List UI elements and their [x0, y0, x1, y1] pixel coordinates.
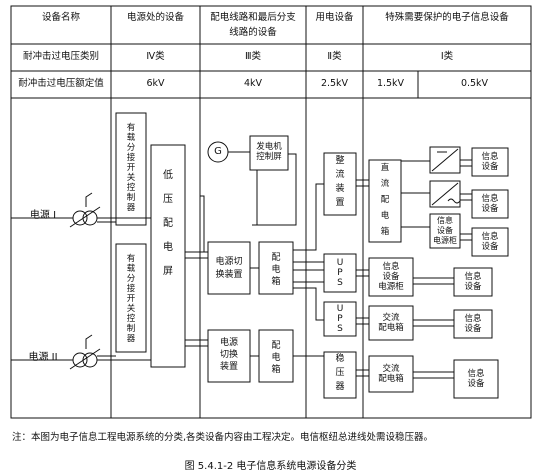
ac-dist-box-2 — [368, 355, 414, 393]
info-power-cabinet-1 — [429, 213, 461, 249]
ups-box-2 — [323, 301, 357, 337]
header-distribution-line2: 线路的设备 — [229, 27, 277, 38]
dc-dist-box — [368, 159, 402, 243]
category-label: 耐冲击过电压类别 — [22, 51, 99, 62]
category-ii: Ⅱ类 — [327, 51, 342, 62]
ats-1-label: 电源切 换装置 — [215, 257, 243, 280]
header-distribution-line1: 配电线路和最后分支 — [210, 12, 296, 23]
voltage-0-5kv: 0.5kV — [460, 78, 489, 89]
info-device-6 — [453, 359, 499, 399]
category-i: Ⅰ类 — [440, 51, 454, 62]
info-device-5 — [453, 309, 493, 339]
table-frame — [10, 5, 532, 419]
stabilizer-box — [323, 351, 357, 399]
tap-switch-controller-2 — [115, 243, 147, 353]
voltage-6kv: 6kV — [146, 78, 165, 89]
info-power-cabinet-2-label: 信息 设备 电源柜 — [378, 262, 404, 292]
lv-panel-label: 低 压 配 电 屏 — [163, 170, 173, 277]
info-device-6-label: 信息 设备 — [467, 369, 485, 389]
category-iii: Ⅲ类 — [244, 51, 262, 62]
tap-switch-label-1: 有 载 分 接 开 关 控 制 器 — [126, 123, 136, 213]
ac-dist-box-2-label: 交流 配电箱 — [378, 364, 404, 384]
generator-label: G — [214, 146, 222, 157]
voltage-4kv: 4kV — [243, 78, 263, 89]
stabilizer-label: 稳 压 器 — [335, 354, 345, 392]
info-device-2-label: 信息 设备 — [481, 194, 499, 214]
ups-box-1 — [323, 253, 357, 293]
header-load-equipment: 用电设备 — [315, 12, 354, 23]
info-device-4-label: 信息 设备 — [464, 272, 482, 292]
rectifier-box — [323, 152, 357, 216]
category-iv: Ⅳ类 — [146, 51, 165, 62]
source-2-label: 电源 II — [28, 352, 58, 363]
info-device-3 — [471, 227, 509, 257]
genset-control-box — [249, 135, 289, 171]
rectifier-label: 整 流 装 置 — [335, 156, 345, 208]
ac-dist-box-1-label: 交流 配电箱 — [378, 313, 404, 333]
voltage-label: 耐冲击过电压额定值 — [18, 78, 104, 89]
dc-dist-box-label: 直 流 配 电 箱 — [380, 163, 390, 237]
dist-box-1-label: 配 电 箱 — [271, 253, 281, 287]
ups-2-label: U P S — [336, 304, 344, 334]
voltage-2-5kv: 2.5kV — [320, 78, 349, 89]
ac-dist-box-1 — [368, 305, 414, 341]
dist-box-2-label: 配 电 箱 — [271, 341, 281, 375]
voltage-1-5kv: 1.5kV — [376, 78, 405, 89]
tap-switch-controller-1 — [115, 112, 147, 226]
info-device-2 — [471, 189, 509, 219]
ats-2-label: 电源 切换 装置 — [219, 338, 238, 372]
header-source-equipment: 电源处的设备 — [126, 12, 184, 23]
header-equipment-name: 设备名称 — [41, 12, 80, 23]
tap-switch-label-2: 有 载 分 接 开 关 控 制 器 — [126, 254, 136, 344]
header-protected-equipment: 特殊需要保护的电子信息设备 — [385, 12, 509, 23]
info-power-cabinet-1-label: 信息 设备 电源柜 — [433, 216, 457, 245]
info-device-5-label: 信息 设备 — [464, 314, 482, 334]
info-device-1-label: 信息 设备 — [481, 152, 499, 172]
info-device-3-label: 信息 设备 — [481, 232, 499, 252]
ups-1-label: U P S — [336, 258, 344, 288]
info-device-4 — [453, 267, 493, 297]
genset-control-label: 发电机 控制屏 — [256, 142, 282, 162]
info-device-1 — [471, 147, 509, 177]
lv-panel-box — [150, 144, 186, 368]
info-power-cabinet-2 — [368, 257, 414, 297]
footnote: 注：本图为电子信息工程电源系统的分类,各类设备内容由工程决定。电信枢纽总进线处需… — [12, 432, 434, 443]
figure-caption: 图 5.4.1-2 电子信息系统电源设备分类 — [184, 461, 357, 472]
source-1-label: 电源 I — [29, 210, 57, 221]
